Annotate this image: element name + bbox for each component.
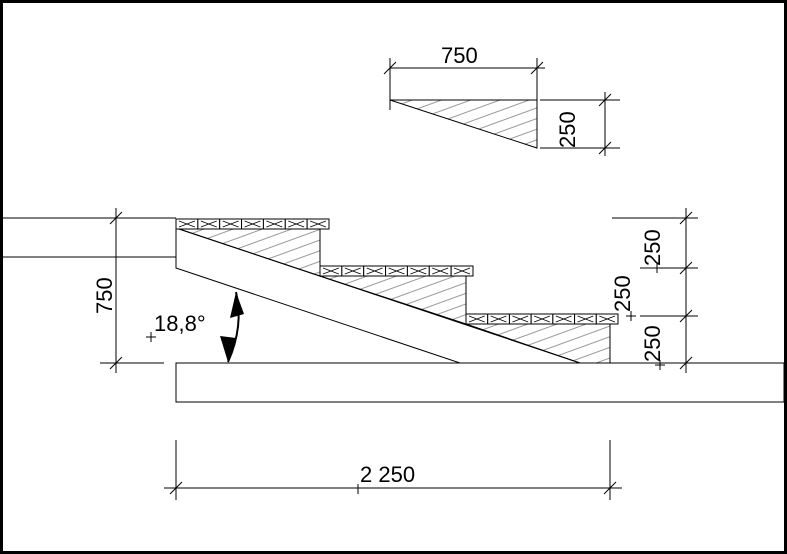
tread-finish-cross	[534, 315, 550, 323]
tread-detail: 750 250	[383, 43, 620, 156]
total-run-label: 2 250	[360, 462, 415, 487]
tread-finish-cross	[244, 220, 261, 228]
tread-finish-cross	[266, 220, 283, 228]
tread-finish-cross	[344, 267, 361, 275]
tread-finish-cross	[512, 315, 529, 323]
tread-finish-cross	[288, 220, 305, 228]
total-rise-label: 750	[92, 277, 117, 314]
tread-finish-cross	[599, 315, 616, 323]
tread-finish-cross	[454, 267, 471, 275]
tread-finish-cross	[432, 267, 449, 275]
floor-slab	[175, 362, 785, 403]
tread-width-label: 750	[441, 43, 478, 68]
tread-finish-cross	[322, 267, 339, 275]
tread-finish-cross	[577, 315, 594, 323]
tread-finish-cross	[366, 267, 383, 275]
tread-finish-cross	[200, 220, 217, 228]
tread-finish-cross	[310, 220, 327, 228]
tread-finish-cross	[555, 315, 572, 323]
tread-height-label: 250	[555, 111, 580, 148]
rise-dimensions-right: 250 250 250	[610, 208, 698, 373]
tread-finish-cross	[490, 315, 507, 323]
stair-section	[3, 217, 785, 403]
angle-label: 18,8°	[154, 311, 206, 336]
rise-middle-label: 250	[610, 275, 635, 312]
tread-detail-triangle	[389, 99, 538, 149]
tread-finish-cross	[222, 220, 239, 228]
tread-finish-middle	[319, 265, 474, 277]
tread-finish-cross	[410, 267, 427, 275]
rise-lower-label: 250	[640, 325, 665, 362]
tread-finish-cross	[468, 315, 485, 323]
angle-dimension: 18,8°	[146, 291, 244, 363]
rise-upper-label: 250	[640, 229, 665, 266]
tread-finish-lower	[465, 313, 619, 325]
tread-finish-cross	[388, 267, 405, 275]
total-rise-dimension: 750	[92, 208, 176, 373]
total-run-dimension: 2 250	[164, 440, 622, 500]
tread-finish-cross	[178, 220, 195, 228]
tread-finish-upper	[175, 218, 330, 230]
